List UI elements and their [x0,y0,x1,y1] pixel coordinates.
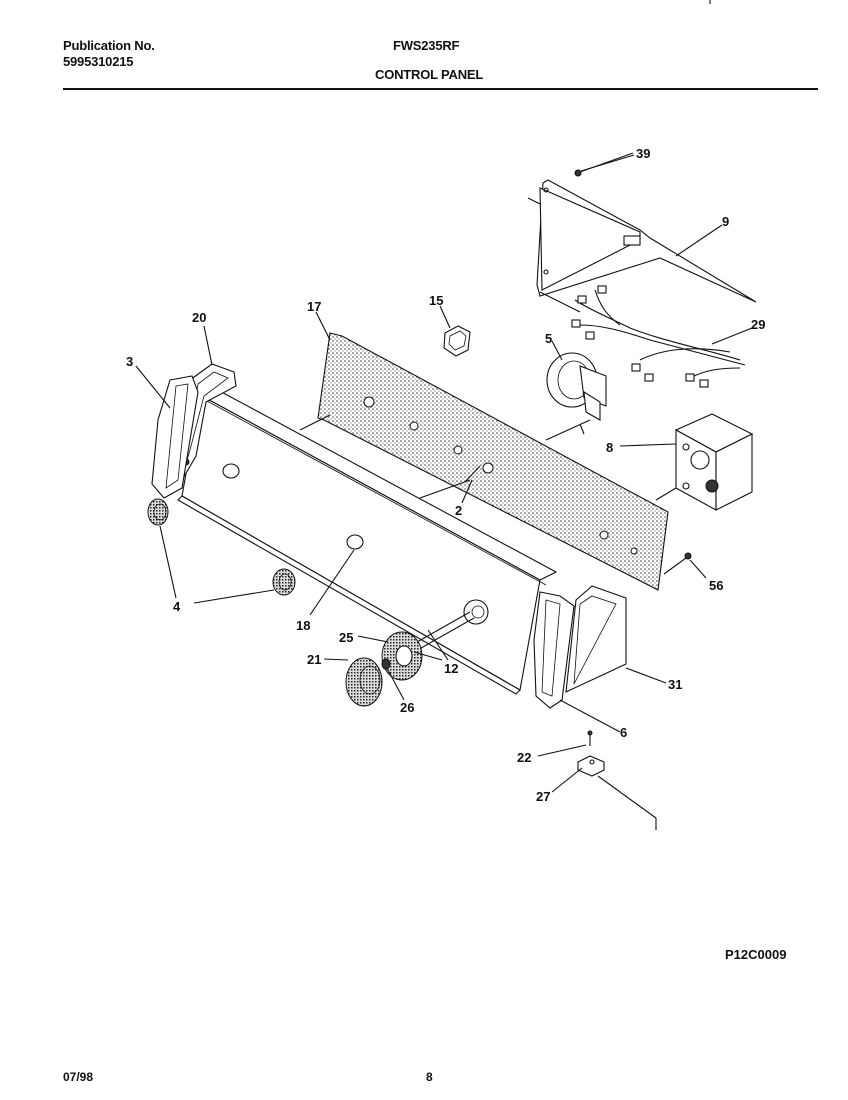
part-39-screw [574,154,635,177]
publication-label: Publication No. [63,38,155,53]
callout-31: 31 [668,677,682,692]
footer-date: 07/98 [63,1070,94,1084]
part-27-clip [577,755,657,830]
callout-labels: 39 9 29 15 17 20 3 5 8 2 56 4 18 25 12 2… [126,146,765,804]
drawing-code: P12C0009 [725,947,787,962]
callout-56: 56 [709,578,723,593]
part-15-switch [443,325,471,357]
part-29-wiring-harness [571,285,746,388]
part-4-knob-lower [272,568,296,596]
part-6-right-end-cap [533,591,575,709]
callout-17: 17 [307,299,321,314]
part-21-knob [345,657,383,707]
leader-lines [135,152,753,793]
part-18-console [177,387,558,695]
part-26-spacer [381,658,391,670]
part-17-panel-back [317,332,669,591]
section-title: CONTROL PANEL [375,67,484,82]
callout-21: 21 [307,652,321,667]
callout-39: 39 [636,146,650,161]
callout-27: 27 [536,789,550,804]
model-number: FWS235RF [393,38,460,53]
callout-9: 9 [722,214,729,229]
part-4-knob-upper [147,498,169,526]
callout-15: 15 [429,293,443,308]
part-9-cover-panel [527,179,757,313]
part-8-control-box [655,413,754,511]
callout-2: 2 [455,503,462,518]
callout-5: 5 [545,331,552,346]
callout-22: 22 [517,750,531,765]
part-25-dial [381,631,423,681]
callout-18: 18 [296,618,310,633]
callout-29: 29 [751,317,765,332]
header-rule [63,88,818,90]
part-2-bracket [299,414,481,499]
part-31-right-bracket [565,585,627,693]
page-number: 8 [426,1070,433,1084]
callout-4: 4 [173,599,181,614]
publication-number: 5995310215 [63,54,134,69]
callout-25: 25 [339,630,353,645]
part-56-screw [663,552,692,575]
callout-26: 26 [400,700,414,715]
callout-3: 3 [126,354,133,369]
part-3-left-end-cap [151,375,199,499]
part-5-motor [545,352,607,441]
callout-8: 8 [606,440,613,455]
part-22-screw [587,730,593,746]
callout-6: 6 [620,725,627,740]
callout-20: 20 [192,310,206,325]
callout-12: 12 [444,661,458,676]
part-12-shaft [409,611,475,653]
